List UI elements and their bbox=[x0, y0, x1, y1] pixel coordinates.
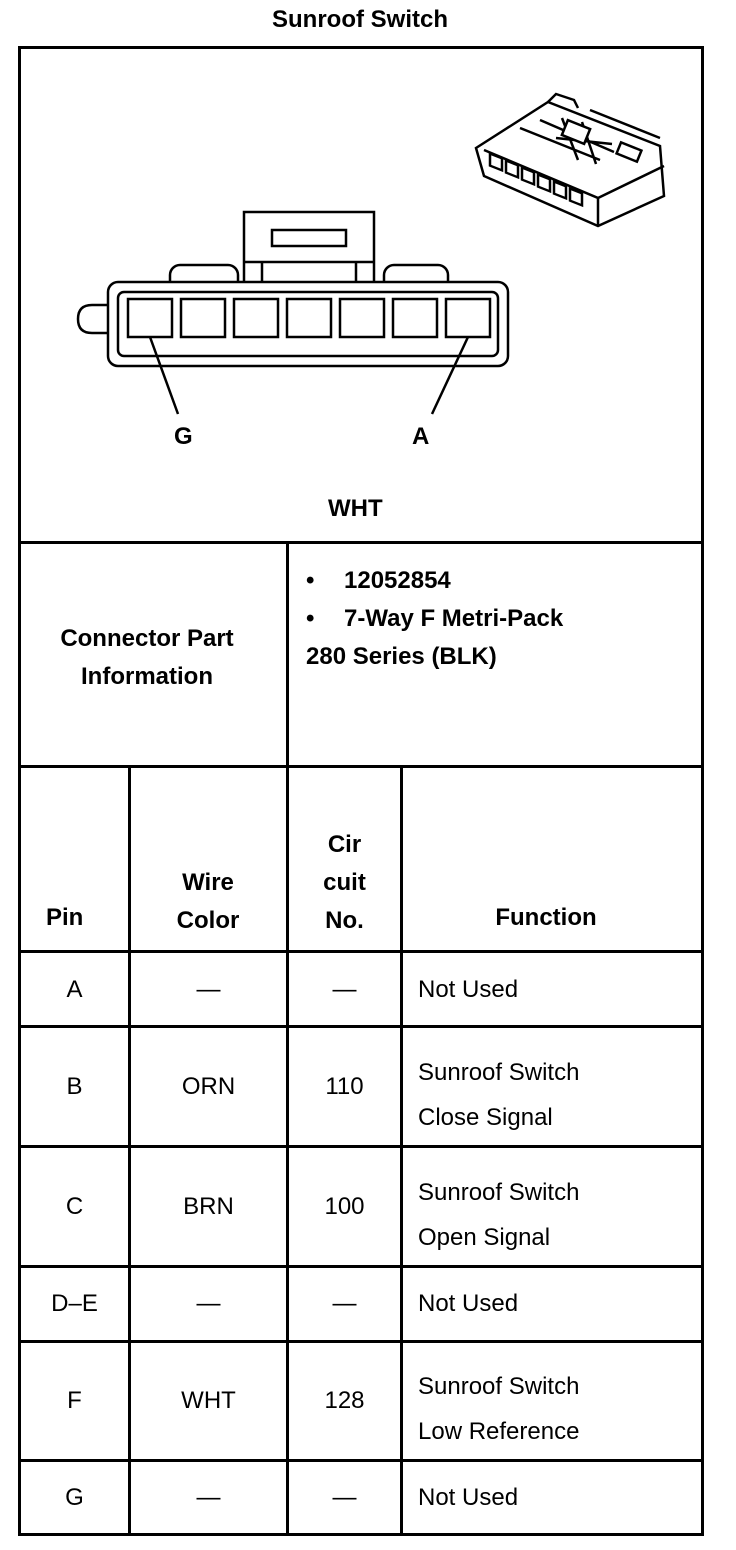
header-wire-color: Wire Color bbox=[130, 864, 286, 940]
row-f-function: Sunroof Switch Low Reference bbox=[418, 1364, 579, 1454]
cavity-f bbox=[179, 297, 227, 339]
divider-row-f bbox=[18, 1459, 704, 1462]
page-title: Sunroof Switch bbox=[272, 6, 448, 33]
header-circuit-no: Cir cuit No. bbox=[289, 826, 400, 940]
leader-line-a bbox=[430, 336, 470, 415]
row-f-pin: F bbox=[67, 1387, 82, 1414]
cavity-e bbox=[232, 297, 280, 339]
header-cir-line3: No. bbox=[325, 907, 364, 934]
row-a-circuit: — bbox=[332, 976, 357, 1003]
part-number: 12052854 bbox=[344, 567, 451, 594]
connector-series: 280 Series (BLK) bbox=[306, 643, 497, 670]
divider-info-mid bbox=[286, 541, 289, 767]
divider-header-bottom bbox=[18, 950, 704, 953]
connector-thumbnail bbox=[474, 92, 666, 228]
header-pin: Pin bbox=[46, 904, 84, 931]
divider-diagram-bottom bbox=[18, 541, 704, 544]
divider-row-a bbox=[18, 1025, 704, 1028]
col-divider-pin bbox=[128, 765, 131, 1536]
row-a-pin: A bbox=[66, 976, 83, 1003]
row-b-pin: B bbox=[66, 1073, 83, 1100]
connector-color-label: WHT bbox=[328, 495, 383, 522]
row-c-wire: BRN bbox=[183, 1193, 234, 1220]
row-g-function: Not Used bbox=[418, 1484, 519, 1511]
divider-row-c bbox=[18, 1265, 704, 1268]
row-de-circuit: — bbox=[332, 1290, 357, 1317]
header-wire-line2: Color bbox=[176, 907, 240, 934]
pin-label-a: A bbox=[412, 423, 429, 450]
row-g-circuit: — bbox=[332, 1484, 357, 1511]
cavity-c bbox=[338, 297, 386, 339]
row-c-function-line2: Open Signal bbox=[418, 1224, 551, 1251]
connector-table-frame bbox=[18, 46, 704, 1536]
row-b-circuit: 110 bbox=[325, 1073, 364, 1100]
cavity-g bbox=[126, 297, 174, 339]
pin-cavities bbox=[126, 297, 492, 339]
row-de-function: Not Used bbox=[418, 1290, 519, 1317]
connector-diagram: G A WHT bbox=[76, 92, 666, 522]
bullet-1: • bbox=[306, 567, 315, 594]
connector-info-label: Connector Part Information bbox=[24, 620, 270, 696]
row-c-pin: C bbox=[65, 1193, 84, 1220]
row-c-function: Sunroof Switch Open Signal bbox=[418, 1170, 579, 1260]
row-de-pin: D–E bbox=[51, 1290, 98, 1317]
connector-info-label-line1: Connector Part bbox=[60, 625, 234, 652]
connector-type: 7-Way F Metri-Pack bbox=[344, 605, 564, 632]
leader-line-g bbox=[148, 336, 180, 415]
row-b-function-line1: Sunroof Switch bbox=[418, 1059, 580, 1086]
cavity-d bbox=[285, 297, 333, 339]
row-a-function: Not Used bbox=[418, 976, 519, 1003]
connector-info-values: • 12052854 • 7-Way F Metri-Pack 280 Series… bbox=[306, 562, 563, 676]
bullet-2: • bbox=[306, 605, 315, 632]
row-b-function: Sunroof Switch Close Signal bbox=[418, 1050, 579, 1140]
divider-info-bottom bbox=[18, 765, 704, 768]
row-f-wire: WHT bbox=[181, 1387, 236, 1414]
header-wire-line1: Wire bbox=[182, 869, 234, 896]
row-f-circuit: 128 bbox=[324, 1387, 365, 1414]
col-divider-wire bbox=[286, 765, 289, 1536]
divider-row-b bbox=[18, 1145, 704, 1148]
cavity-b bbox=[391, 297, 439, 339]
cavity-a bbox=[444, 297, 492, 339]
connector-info-label-line2: Information bbox=[81, 663, 213, 690]
header-cir-line2: cuit bbox=[323, 869, 366, 896]
row-b-wire: ORN bbox=[181, 1073, 236, 1100]
row-f-function-line1: Sunroof Switch bbox=[418, 1373, 580, 1400]
header-function: Function bbox=[495, 904, 597, 931]
connector-side-tab bbox=[76, 303, 116, 335]
row-g-pin: G bbox=[65, 1484, 84, 1511]
row-de-wire: — bbox=[196, 1290, 221, 1317]
row-c-function-line1: Sunroof Switch bbox=[418, 1179, 580, 1206]
header-cir-line1: Cir bbox=[327, 831, 362, 858]
divider-row-de bbox=[18, 1340, 704, 1343]
row-c-circuit: 100 bbox=[324, 1193, 365, 1220]
col-divider-circuit bbox=[400, 765, 403, 1536]
row-a-wire: — bbox=[196, 976, 221, 1003]
row-f-function-line2: Low Reference bbox=[418, 1418, 580, 1445]
row-b-function-line2: Close Signal bbox=[418, 1104, 553, 1131]
row-g-wire: — bbox=[196, 1484, 221, 1511]
pin-label-g: G bbox=[174, 423, 193, 450]
